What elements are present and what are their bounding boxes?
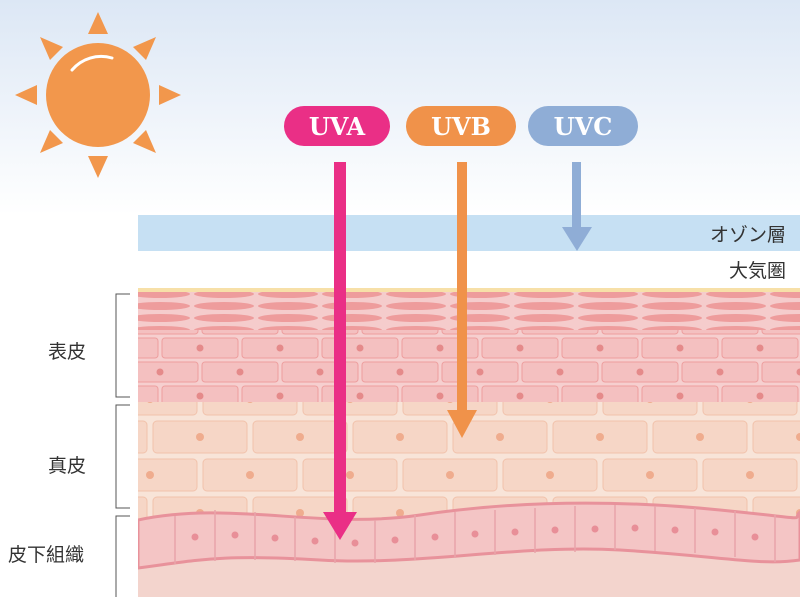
ozone-layer-label: オゾン層 xyxy=(710,224,786,246)
uvb-badge: UVB xyxy=(406,106,516,146)
ozone-layer xyxy=(138,215,800,251)
uvc-arrow xyxy=(562,162,592,251)
uva-arrow xyxy=(323,162,357,540)
uvc-badge: UVC xyxy=(528,106,638,146)
dermis-label: 真皮 xyxy=(48,455,86,477)
uvb-arrow xyxy=(447,162,477,438)
epidermis-layer xyxy=(138,330,800,402)
uva-label: UVA xyxy=(309,112,366,141)
uvc-label: UVC xyxy=(554,112,613,141)
subcutis-label: 皮下組織 xyxy=(8,544,84,566)
layer-brackets xyxy=(115,293,130,597)
atmosphere-label: 大気圏 xyxy=(729,260,786,282)
skin-cross-section xyxy=(138,288,800,597)
subcutis-cell-band xyxy=(138,501,800,570)
epidermis-label: 表皮 xyxy=(48,341,86,363)
uvb-label: UVB xyxy=(431,112,491,141)
uva-badge: UVA xyxy=(284,106,390,146)
atmosphere-band xyxy=(138,251,800,288)
sun-icon xyxy=(15,12,181,178)
